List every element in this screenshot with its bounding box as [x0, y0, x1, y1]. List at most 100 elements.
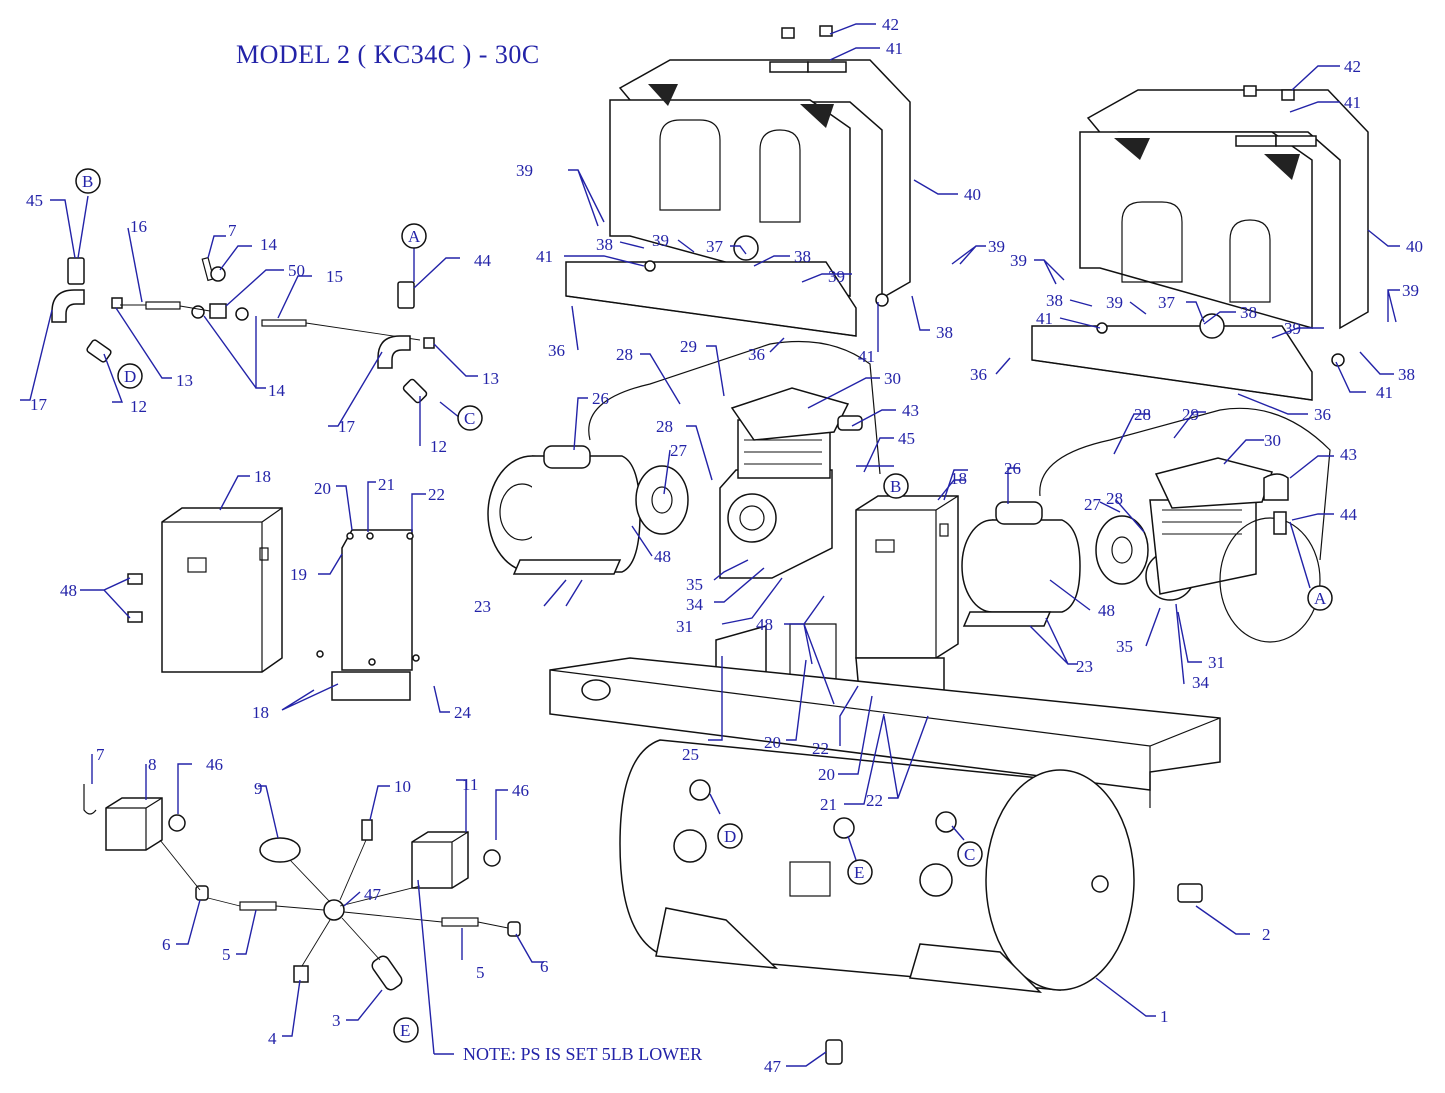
callout-21b: 21: [820, 795, 837, 814]
model-title: MODEL 2 ( KC34C ) - 30C: [236, 40, 540, 69]
connection-markers: [75, 168, 1333, 1043]
callout-18b: 18: [950, 469, 967, 488]
callout-43b: 43: [1340, 445, 1357, 464]
callout-23b: 22: [866, 791, 883, 810]
callout-14b: 14: [268, 381, 286, 400]
upper-tubing-assembly: [51, 256, 435, 404]
callout-36b: 36: [748, 345, 765, 364]
callout-32-33: 31: [676, 617, 693, 636]
belt-guard-right: [1031, 85, 1369, 401]
callout-11: 11: [462, 775, 478, 794]
conn-label-c-tank: C: [964, 845, 975, 864]
callout-7b: 7: [96, 745, 105, 764]
control-box-assembly: [127, 507, 420, 701]
conn-label-e: E: [400, 1021, 410, 1040]
callout-8: 8: [148, 755, 157, 774]
callout-23-24: 23: [474, 597, 491, 616]
callout-30b: 29: [1182, 405, 1199, 424]
callout-38c: 38: [936, 323, 953, 342]
callout-39g: 39: [1106, 293, 1123, 312]
callout-41c: 41: [536, 247, 553, 266]
callout-38: 38: [596, 235, 613, 254]
callout-5: 5: [222, 945, 231, 964]
callout-20: 20: [314, 479, 331, 498]
callout-49b: 48: [654, 547, 671, 566]
callout-49: 48: [60, 581, 77, 600]
callout-15: 15: [326, 267, 343, 286]
callout-24: 24: [454, 703, 472, 722]
callout-34: 34: [686, 595, 704, 614]
air-tank: [619, 739, 1203, 1065]
callout-22: 22: [428, 485, 445, 504]
callout-39f: 39: [828, 267, 845, 286]
conn-label-a: A: [408, 227, 421, 246]
callout-49c: 48: [1098, 601, 1115, 620]
callout-31: 30: [884, 369, 901, 388]
callout-39d: 39: [1402, 281, 1419, 300]
conn-label-b-pump: B: [890, 477, 901, 496]
callout-39b: 39: [988, 237, 1005, 256]
conn-label-d: D: [124, 367, 136, 386]
callout-39e: 39: [652, 231, 669, 250]
callout-48: 47: [364, 885, 382, 904]
part-callouts: 45 16 7 14 50 15 44 17 13 12 14 13 17 12…: [26, 15, 1423, 1076]
callout-41f: 41: [1376, 383, 1393, 402]
conn-label-b: B: [82, 172, 93, 191]
callout-17: 17: [30, 395, 48, 414]
callout-21: 21: [378, 475, 395, 494]
callout-31b: 30: [1264, 431, 1281, 450]
callout-41d: 41: [858, 347, 875, 366]
callout-20b: 20: [764, 733, 781, 752]
callout-35: 35: [686, 575, 703, 594]
callout-12b: 12: [430, 437, 447, 456]
callout-38e: 38: [1240, 303, 1257, 322]
callout-18: 18: [254, 467, 271, 486]
callout-37: 37: [706, 237, 724, 256]
callout-39: 39: [516, 161, 533, 180]
callout-27: 27: [670, 441, 688, 460]
callout-45: 45: [26, 191, 43, 210]
conn-label-c: C: [464, 409, 475, 428]
callout-50: 50: [288, 261, 305, 280]
pressure-switch-note: NOTE: PS IS SET 5LB LOWER: [463, 1044, 703, 1064]
callout-3: 3: [332, 1011, 341, 1030]
callout-42b: 42: [1344, 57, 1361, 76]
pressure-switch-manifold: [83, 784, 521, 991]
callout-9: 9: [254, 779, 263, 798]
callout-36d: 36: [1314, 405, 1331, 424]
callout-36c: 36: [970, 365, 987, 384]
callout-30: 29: [680, 337, 697, 356]
callout-38f: 38: [1398, 365, 1415, 384]
callout-5b: 5: [476, 963, 485, 982]
callout-40: 40: [964, 185, 981, 204]
callout-32-33b: 31: [1208, 653, 1225, 672]
callout-6b: 6: [540, 957, 549, 976]
callout-36: 36: [548, 341, 565, 360]
callout-46: 46: [206, 755, 223, 774]
callout-39c: 39: [1010, 251, 1027, 270]
callout-29: 28: [616, 345, 633, 364]
callout-44b: 44: [1340, 505, 1358, 524]
callout-27b: 27: [1084, 495, 1102, 514]
callout-20c: 20: [818, 765, 835, 784]
callout-38b: 38: [794, 247, 811, 266]
conn-label-d-tank: D: [724, 827, 736, 846]
callout-10: 10: [394, 777, 411, 796]
callout-19: 19: [290, 565, 307, 584]
callout-42: 42: [882, 15, 899, 34]
callout-26: 26: [592, 389, 609, 408]
callout-41: 41: [886, 39, 903, 58]
callout-44: 44: [474, 251, 492, 270]
belt-guard-left: [565, 25, 911, 337]
callout-40b: 40: [1406, 237, 1423, 256]
callout-13b: 13: [482, 369, 499, 388]
callout-45b: 45: [898, 429, 915, 448]
callout-7: 7: [228, 221, 237, 240]
connection-letters: B A C D E D E C B A: [82, 172, 1327, 1040]
callout-38d: 38: [1046, 291, 1063, 310]
callout-34b: 34: [1192, 673, 1210, 692]
callout-41b: 41: [1344, 93, 1361, 112]
callout-22b: 22: [812, 739, 829, 758]
